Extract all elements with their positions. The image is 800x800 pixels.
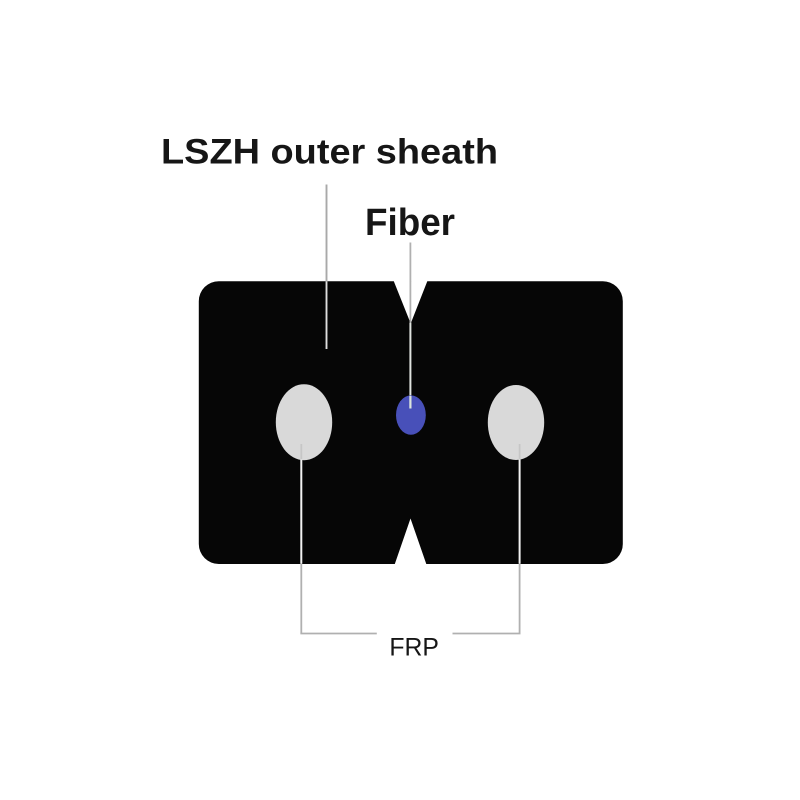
- svg-text:Fiber: Fiber: [365, 202, 455, 244]
- svg-text:FRP: FRP: [389, 634, 439, 662]
- svg-text:LSZH outer sheath: LSZH outer sheath: [161, 132, 498, 172]
